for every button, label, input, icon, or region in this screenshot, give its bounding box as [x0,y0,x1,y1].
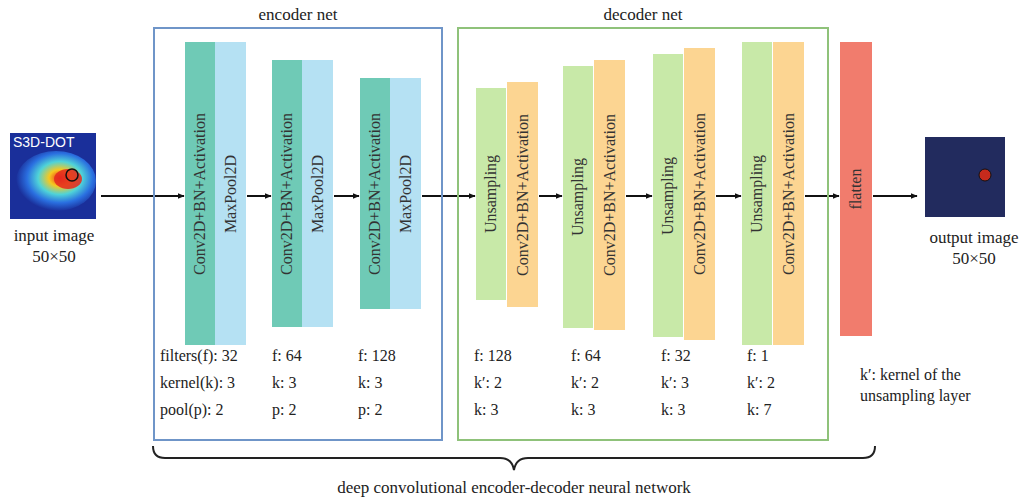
output-image [925,137,1005,217]
image-panel: S3D-DOTinput image 50×50 [8,133,100,283]
target-dot [979,169,991,181]
layer-bar: Unsampling [742,42,772,345]
param-label: f: 32 [661,347,691,365]
layer-bar: Conv2D+BN+Activation [684,48,715,340]
group-heading: encoder net [155,5,441,25]
image-caption: input image 50×50 [2,225,106,267]
group-heading: decoder net [459,5,827,25]
layer-bar: MaxPool2D [390,78,421,309]
param-label: k: 3 [358,374,382,392]
hot-spot [54,169,82,189]
layer-bar: Unsampling [476,88,506,300]
layer-name: flatten [847,169,865,210]
layer-bar: Unsampling [653,54,683,337]
flow-arrow [422,195,475,197]
layer-bar: MaxPool2D [215,42,246,345]
layer-name: Conv2D+BN+Activation [514,113,532,275]
layer-bar: MaxPool2D [302,60,333,327]
flow-arrow [805,195,839,197]
layer-bar: Conv2D+BN+Activation [360,78,390,309]
param-label: f: 128 [474,347,512,365]
image-panel: output image 50×50 [918,137,1030,287]
layer-name: Conv2D+BN+Activation [191,112,209,274]
flow-arrow [626,195,652,197]
param-label: k: 7 [747,401,771,419]
network-caption: deep convolutional encoder-decoder neura… [337,478,691,498]
param-label: k′: 2 [747,374,775,392]
flow-arrow [101,195,184,197]
layer-name: Unsampling [659,156,677,234]
param-label: k: 3 [661,401,685,419]
image-tag: S3D-DOT [13,134,74,150]
flow-arrow [716,195,741,197]
layer-bar: Conv2D+BN+Activation [594,60,625,330]
layer-name: MaxPool2D [222,154,240,232]
layer-bar: flatten [840,42,872,336]
image-ground [10,133,96,219]
param-label: f: 64 [272,347,302,365]
param-label: filters(f): 32 [160,347,238,365]
heat-blob [16,151,96,211]
param-label: k: 3 [474,401,498,419]
layer-name: Conv2D+BN+Activation [601,114,619,276]
layer-name: Conv2D+BN+Activation [691,113,709,275]
flow-arrow [334,195,359,197]
note-text: k′: kernel of the unsampling layer [860,364,1032,406]
layer-name: Unsampling [482,155,500,233]
param-label: k′: 2 [474,374,502,392]
param-label: kernel(k): 3 [160,374,235,392]
layer-bar: Conv2D+BN+Activation [272,60,302,327]
layer-name: Unsampling [748,154,766,232]
param-label: p: 2 [272,401,296,419]
curly-brace [153,446,875,470]
param-label: pool(p): 2 [160,401,224,419]
layer-name: Conv2D+BN+Activation [366,112,384,274]
layer-bar: Conv2D+BN+Activation [185,42,215,345]
image-ground [925,137,1005,217]
layer-name: Conv2D+BN+Activation [278,112,296,274]
flow-arrow [247,195,271,197]
param-label: f: 1 [747,347,769,365]
layer-name: Unsampling [569,158,587,236]
layer-name: MaxPool2D [309,154,327,232]
flow-arrow [539,195,562,197]
param-label: f: 128 [358,347,396,365]
param-label: k′: 3 [661,374,689,392]
param-label: f: 64 [571,347,601,365]
flow-arrow [873,195,917,197]
layer-name: Conv2D+BN+Activation [780,112,798,274]
layer-bar: Conv2D+BN+Activation [773,42,804,345]
param-label: k: 3 [571,401,595,419]
layer-bar: Conv2D+BN+Activation [507,82,538,307]
param-label: k′: 2 [571,374,599,392]
layer-bar: Unsampling [563,66,593,328]
target-circle [66,169,78,181]
image-caption: output image 50×50 [918,227,1030,269]
param-label: p: 2 [358,401,382,419]
param-label: k: 3 [272,374,296,392]
layer-name: MaxPool2D [397,154,415,232]
